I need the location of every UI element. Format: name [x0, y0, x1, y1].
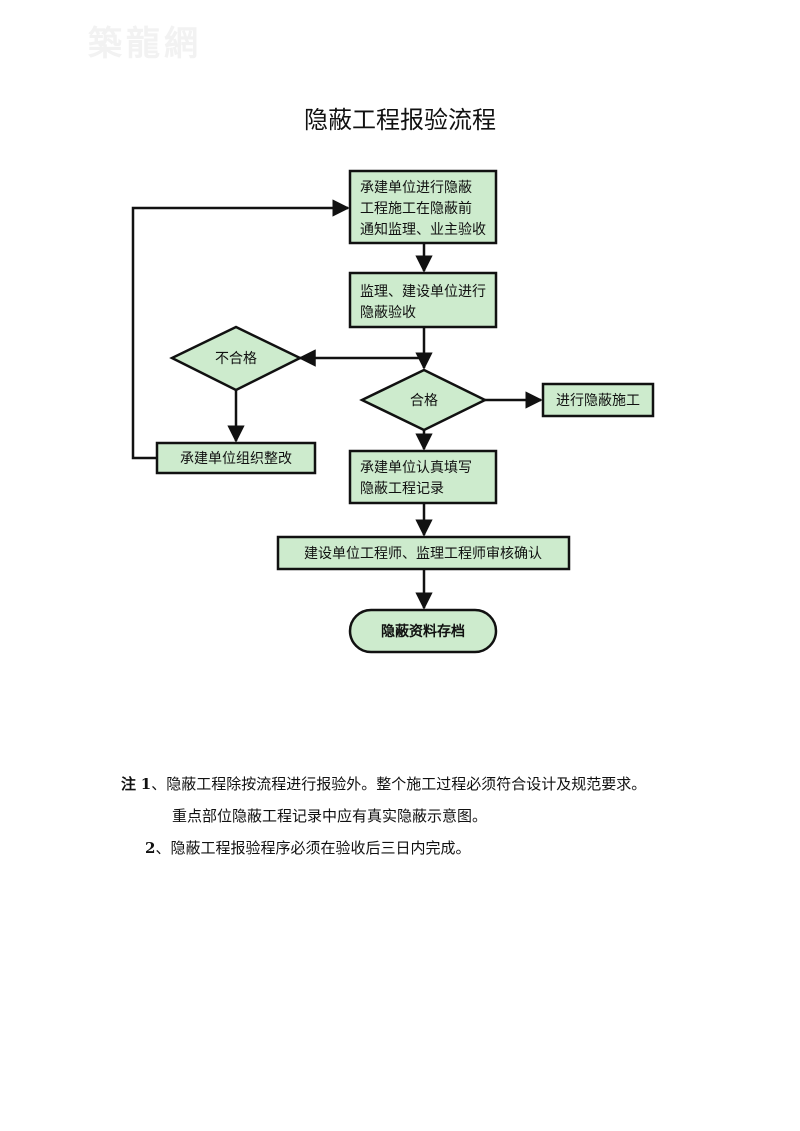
node-archive-label: 隐蔽资料存档: [381, 623, 465, 640]
node-record-line-1: 承建单位认真填写: [360, 460, 472, 476]
node-notify-line-1: 承建单位进行隐蔽: [360, 180, 472, 196]
page-title: 隐蔽工程报验流程: [304, 106, 496, 134]
note-item-1: 注 1、隐蔽工程除按流程进行报验外。整个施工过程必须符合设计及规范要求。: [121, 773, 646, 794]
node-rectify-label: 承建单位组织整改: [180, 451, 292, 467]
note-item-1-text: 、隐蔽工程除按流程进行报验外。整个施工过程必须符合设计及规范要求。: [151, 775, 647, 793]
note-prefix: 注: [121, 775, 137, 793]
node-archive: 隐蔽资料存档: [348, 608, 498, 654]
node-confirm-label: 建设单位工程师、监理工程师审核确认: [304, 546, 542, 562]
node-inspection-line-1: 监理、建设单位进行: [360, 284, 486, 300]
node-pass: 合格: [359, 368, 488, 432]
watermark: 築龍網: [88, 24, 202, 64]
node-record-line-2: 隐蔽工程记录: [360, 481, 444, 497]
node-proceed: 进行隐蔽施工: [541, 382, 655, 418]
node-inspection-line-2: 隐蔽验收: [360, 305, 416, 321]
node-pass-label: 合格: [410, 393, 438, 409]
node-confirm: 建设单位工程师、监理工程师审核确认: [276, 535, 571, 571]
node-proceed-label: 进行隐蔽施工: [556, 393, 640, 409]
note-item-2-text: 、隐蔽工程报验程序必须在验收后三日内完成。: [155, 839, 471, 857]
node-notify-line-2: 工程施工在隐蔽前: [360, 200, 472, 217]
node-rectify: 承建单位组织整改: [155, 441, 317, 475]
node-notify: 承建单位进行隐蔽 工程施工在隐蔽前 通知监理、业主验收: [348, 169, 498, 245]
node-notify-line-3: 通知监理、业主验收: [360, 221, 486, 238]
node-inspection: 监理、建设单位进行 隐蔽验收: [348, 271, 498, 329]
arrow-rectify-loop-back: [131, 199, 350, 460]
note-item-2-number: 2: [145, 839, 156, 857]
note-item-1-continued: 重点部位隐蔽工程记录中应有真实隐蔽示意图。: [172, 807, 488, 825]
node-fail: 不合格: [169, 325, 303, 392]
node-fail-label: 不合格: [215, 351, 257, 367]
note-item-1-number: 1: [140, 775, 152, 793]
node-record: 承建单位认真填写 隐蔽工程记录: [348, 449, 498, 505]
note-item-2: 2、隐蔽工程报验程序必须在验收后三日内完成。: [145, 837, 470, 858]
connectors: [131, 199, 543, 610]
